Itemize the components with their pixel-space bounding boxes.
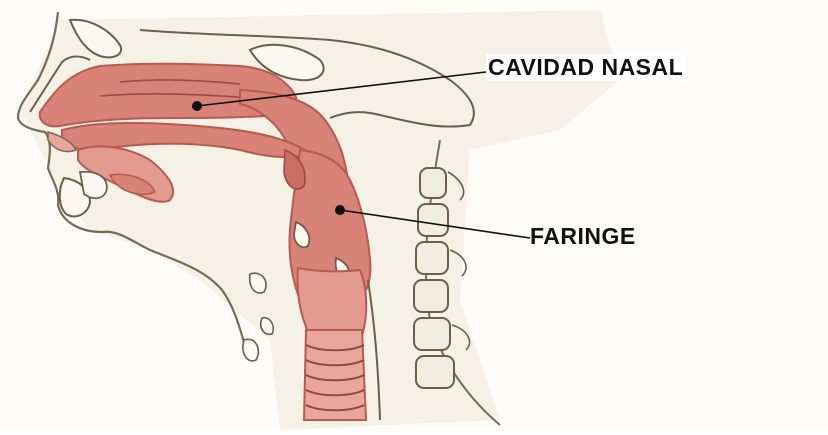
trachea	[304, 330, 366, 420]
nasal-cavity-label: CAVIDAD NASAL	[486, 54, 685, 81]
pharynx-label: FARINGE	[530, 223, 636, 250]
larynx-shape	[298, 268, 367, 336]
jaw-fragment-3	[243, 339, 258, 361]
